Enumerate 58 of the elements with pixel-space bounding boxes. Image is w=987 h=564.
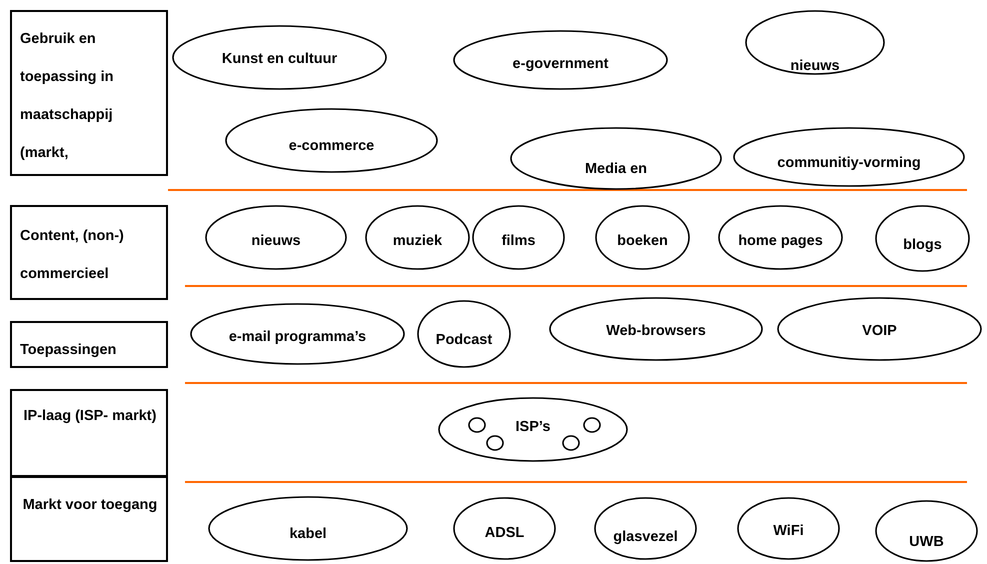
ellipse-node — [875, 205, 970, 272]
ellipse-node — [453, 497, 556, 560]
node-label: e-mail programma’s — [228, 329, 368, 345]
layer-box — [10, 10, 168, 176]
node-label: e-government — [512, 56, 610, 72]
node-label: UWB — [908, 534, 945, 550]
node-label: ADSL — [484, 525, 526, 541]
small-circle — [468, 417, 486, 433]
small-circle — [562, 435, 580, 451]
ellipse-node — [453, 30, 668, 90]
node-label: home pages — [737, 233, 824, 249]
ellipse-node — [472, 205, 565, 270]
node-label: communitiy-vorming — [776, 155, 922, 171]
node-label: ISP’s — [514, 419, 552, 435]
ellipse-node — [595, 205, 690, 270]
small-circle — [486, 435, 504, 451]
ellipse-node — [875, 500, 978, 562]
layer-label: Markt voor toegang — [22, 496, 158, 515]
layer-label: Gebruik en toepassing in maatschappij (markt, — [20, 30, 114, 163]
small-circle — [583, 417, 601, 433]
ellipse-node — [365, 205, 470, 270]
ellipse-node — [417, 300, 511, 368]
node-label: glasvezel — [612, 529, 679, 545]
layer-label: IP-laag (ISP- markt) — [22, 407, 158, 426]
node-label: films — [500, 233, 536, 249]
ellipse-node — [172, 25, 387, 90]
ellipse-node — [777, 297, 982, 361]
ellipse-node — [225, 108, 438, 173]
node-label: Podcast — [434, 332, 494, 348]
node-label: WiFi — [772, 523, 805, 539]
layer-box — [10, 205, 168, 300]
node-label: muziek — [392, 233, 444, 249]
node-label: kabel — [288, 526, 328, 542]
ellipse-node — [190, 303, 405, 365]
ellipse-node — [549, 297, 763, 361]
node-label: e-commerce — [288, 138, 376, 154]
layer-box — [10, 476, 168, 562]
node-label: blogs — [902, 237, 943, 253]
node-label: Media en — [584, 161, 648, 177]
layer-label: Content, (non-) commercieel — [20, 227, 125, 284]
layer-label: Toepassingen — [20, 341, 118, 360]
node-label: boeken — [616, 233, 669, 249]
ellipse-node — [737, 497, 840, 560]
ellipse-node — [745, 10, 885, 75]
ellipse-node — [205, 205, 347, 270]
layer-box — [10, 321, 168, 368]
ellipse-node — [208, 496, 408, 561]
node-label: Web-browsers — [605, 323, 707, 339]
node-label: Kunst en cultuur — [220, 51, 338, 67]
ellipse-node — [718, 205, 843, 270]
ellipse-node — [510, 127, 722, 190]
ellipse-node — [733, 127, 965, 187]
node-label: nieuws — [789, 58, 841, 74]
layer-box — [10, 389, 168, 477]
ellipse-node — [594, 497, 697, 560]
node-label: VOIP — [861, 323, 898, 339]
ellipse-node — [438, 397, 628, 462]
node-label: nieuws — [250, 233, 302, 249]
